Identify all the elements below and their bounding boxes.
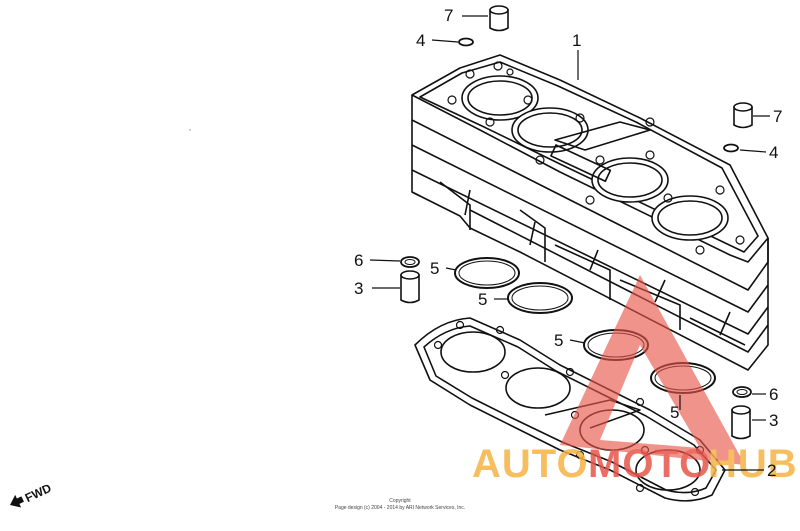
callout-2: 2 — [767, 461, 776, 480]
watermark-text-auto: AUTO — [472, 442, 589, 486]
callout-5a: 5 — [430, 259, 439, 278]
callout-4-top: 4 — [416, 31, 425, 50]
cooling-fins — [411, 95, 769, 371]
watermark-triangle — [560, 275, 745, 465]
fwd-direction-indicator: FWD — [10, 481, 54, 508]
leader-lines — [369, 15, 770, 471]
callout-4-right: 4 — [769, 143, 778, 162]
dowel-pin-3-right — [731, 405, 751, 440]
dowel-pin-7-right — [733, 102, 753, 129]
stud-holes — [447, 61, 745, 255]
ring-seal-5a — [454, 257, 520, 289]
callout-7-top: 7 — [444, 6, 453, 25]
fwd-arrow-icon — [10, 494, 24, 508]
callout-6-left: 6 — [354, 251, 363, 270]
callout-5c: 5 — [554, 331, 563, 350]
bore-1 — [461, 75, 539, 121]
dowel-pin-7-top — [489, 5, 509, 32]
callout-5d: 5 — [670, 403, 679, 422]
watermark-text-moto: MOTO — [588, 442, 711, 486]
bore-3 — [591, 157, 669, 203]
callout-1: 1 — [572, 31, 581, 50]
fwd-label: FWD — [23, 481, 54, 505]
callout-6-right: 6 — [769, 385, 778, 404]
gasket-bore-2 — [505, 367, 571, 409]
callout-3-right: 3 — [769, 411, 778, 430]
o-ring-4-top — [458, 37, 474, 47]
callout-7-right: 7 — [773, 107, 782, 126]
callout-3-left: 3 — [354, 279, 363, 298]
bore-2 — [511, 107, 589, 153]
o-ring-6-right — [732, 386, 752, 398]
watermark-logo: AUTO MOTO HUB — [472, 275, 798, 486]
stray-mark — [189, 129, 191, 131]
cam-chain-tunnel — [554, 121, 651, 151]
dowel-pin-3-left — [400, 270, 420, 304]
copyright-line-1: Copyright — [389, 498, 411, 504]
callout-5b: 5 — [478, 290, 487, 309]
ring-seal-5b — [507, 282, 573, 314]
o-ring-4-right — [723, 143, 739, 153]
copyright-line-2: Page design (c) 2004 - 2014 by ARI Netwo… — [334, 505, 466, 511]
bore-4 — [651, 195, 729, 241]
cylinder-block — [411, 54, 769, 371]
o-ring-6-left — [400, 256, 420, 268]
gasket-bore-1 — [440, 331, 506, 373]
watermark-text-hub: HUB — [708, 442, 798, 486]
